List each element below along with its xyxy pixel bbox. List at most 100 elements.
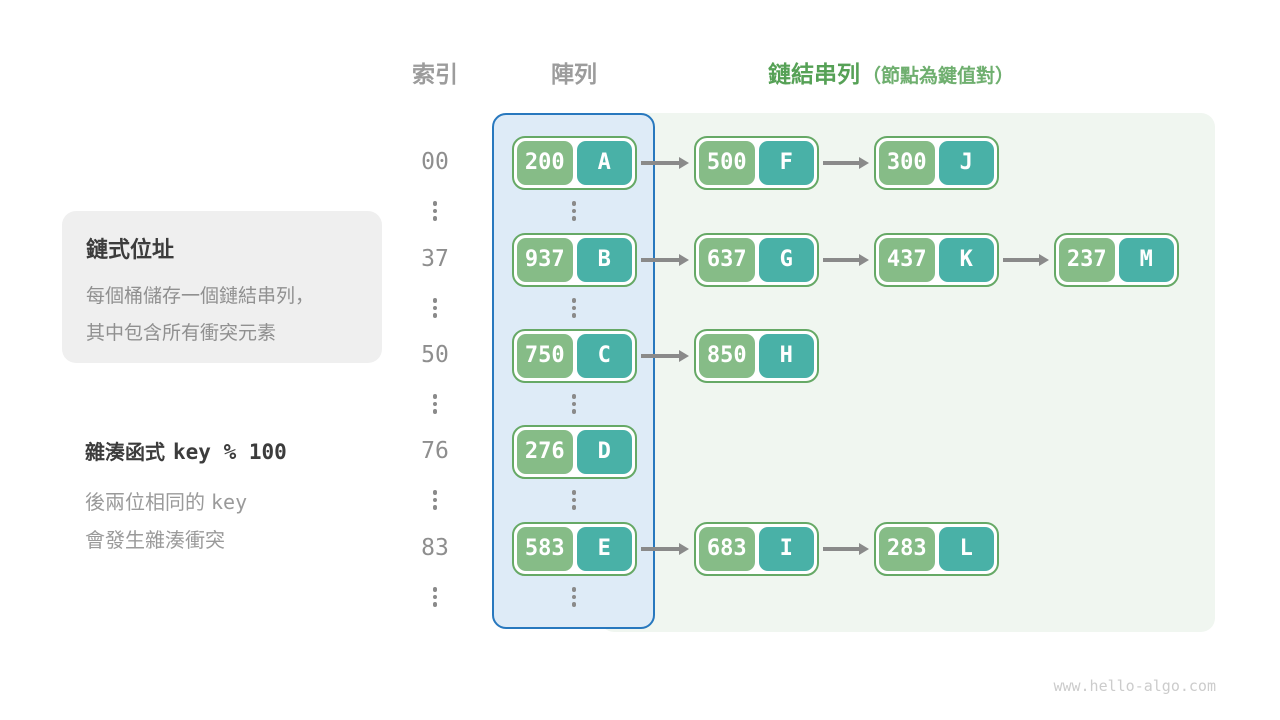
ellipsis-dot — [432, 298, 438, 303]
ellipsis-dot — [432, 305, 438, 310]
vertical-ellipsis — [571, 587, 577, 607]
node-key: 850 — [699, 334, 755, 378]
bucket-index-label: 37 — [421, 246, 449, 272]
bucket-index-label: 50 — [421, 342, 449, 368]
ellipsis-dot — [571, 208, 577, 213]
hash-note-line1-code: key — [211, 490, 248, 514]
next-pointer-arrow — [823, 161, 859, 165]
ellipsis-dot — [432, 216, 438, 221]
ellipsis-dot — [432, 409, 438, 414]
vertical-ellipsis — [432, 394, 438, 414]
node-value: J — [938, 141, 994, 185]
ellipsis-dot — [432, 505, 438, 510]
watermark: www.hello-algo.com — [1053, 677, 1216, 695]
ellipsis-dot — [571, 313, 577, 318]
node-key: 200 — [517, 141, 573, 185]
ellipsis-dot — [571, 602, 577, 607]
ellipsis-dot — [571, 594, 577, 599]
node-key: 276 — [517, 430, 573, 474]
node-value: H — [758, 334, 814, 378]
ellipsis-dot — [432, 490, 438, 495]
next-pointer-arrow — [641, 161, 679, 165]
ellipsis-dot — [432, 401, 438, 406]
ellipsis-dot — [571, 305, 577, 310]
node-key: 500 — [699, 141, 755, 185]
node-key: 683 — [699, 527, 755, 571]
hash-note-title: 雜湊函式 — [85, 442, 165, 464]
vertical-ellipsis — [571, 298, 577, 318]
node-value: G — [758, 238, 814, 282]
ellipsis-dot — [432, 594, 438, 599]
linked-list-header-label: 鏈結串列 — [768, 61, 860, 87]
vertical-ellipsis — [432, 490, 438, 510]
node-value: C — [576, 334, 632, 378]
next-pointer-arrow — [823, 258, 859, 262]
node-key: 750 — [517, 334, 573, 378]
ellipsis-dot — [432, 394, 438, 399]
bucket-index-label: 00 — [421, 149, 449, 175]
column-header-linked-list: 鏈結串列（節點為鍵值對） — [768, 55, 1014, 89]
next-pointer-arrow — [1003, 258, 1039, 262]
vertical-ellipsis — [571, 201, 577, 221]
node-value: D — [576, 430, 632, 474]
ellipsis-dot — [571, 298, 577, 303]
node-key: 237 — [1059, 238, 1115, 282]
node-value: L — [938, 527, 994, 571]
ellipsis-dot — [571, 587, 577, 592]
vertical-ellipsis — [571, 394, 577, 414]
next-pointer-arrow — [641, 258, 679, 262]
ellipsis-dot — [432, 497, 438, 502]
info-box-title: 鏈式位址 — [86, 237, 175, 262]
vertical-ellipsis — [432, 201, 438, 221]
ellipsis-dot — [432, 208, 438, 213]
ellipsis-dot — [571, 401, 577, 406]
ellipsis-dot — [432, 201, 438, 206]
hash-note-line2: 會發生雜湊衝突 — [85, 530, 225, 552]
ellipsis-dot — [571, 201, 577, 206]
chaining-info-box: 鏈式位址 每個桶儲存一個鏈結串列， 其中包含所有衝突元素 — [62, 211, 382, 363]
node-value: I — [758, 527, 814, 571]
linked-list-header-note: （節點為鍵值對） — [862, 66, 1015, 87]
ellipsis-dot — [571, 490, 577, 495]
vertical-ellipsis — [432, 587, 438, 607]
hash-note-line1: 後兩位相同的 — [85, 492, 205, 514]
node-key: 937 — [517, 238, 573, 282]
hash-function-note: 雜湊函式 key % 100 後兩位相同的 key 會發生雜湊衝突 — [85, 436, 287, 560]
ellipsis-dot — [571, 216, 577, 221]
next-pointer-arrow — [641, 354, 679, 358]
vertical-ellipsis — [432, 298, 438, 318]
ellipsis-dot — [571, 409, 577, 414]
hash-note-formula: key % 100 — [173, 440, 287, 464]
node-value: A — [576, 141, 632, 185]
vertical-ellipsis — [571, 490, 577, 510]
bucket-index-label: 76 — [421, 438, 449, 464]
node-value: B — [576, 238, 632, 282]
next-pointer-arrow — [823, 547, 859, 551]
ellipsis-dot — [571, 505, 577, 510]
node-key: 637 — [699, 238, 755, 282]
column-header-array: 陣列 — [551, 61, 597, 87]
ellipsis-dot — [571, 394, 577, 399]
column-header-index: 索引 — [412, 61, 458, 87]
node-key: 583 — [517, 527, 573, 571]
info-box-line-2: 其中包含所有衝突元素 — [86, 323, 277, 344]
ellipsis-dot — [432, 587, 438, 592]
info-box-line-1: 每個桶儲存一個鏈結串列， — [86, 286, 315, 307]
node-value: F — [758, 141, 814, 185]
node-value: M — [1118, 238, 1174, 282]
ellipsis-dot — [432, 602, 438, 607]
node-key: 300 — [879, 141, 935, 185]
